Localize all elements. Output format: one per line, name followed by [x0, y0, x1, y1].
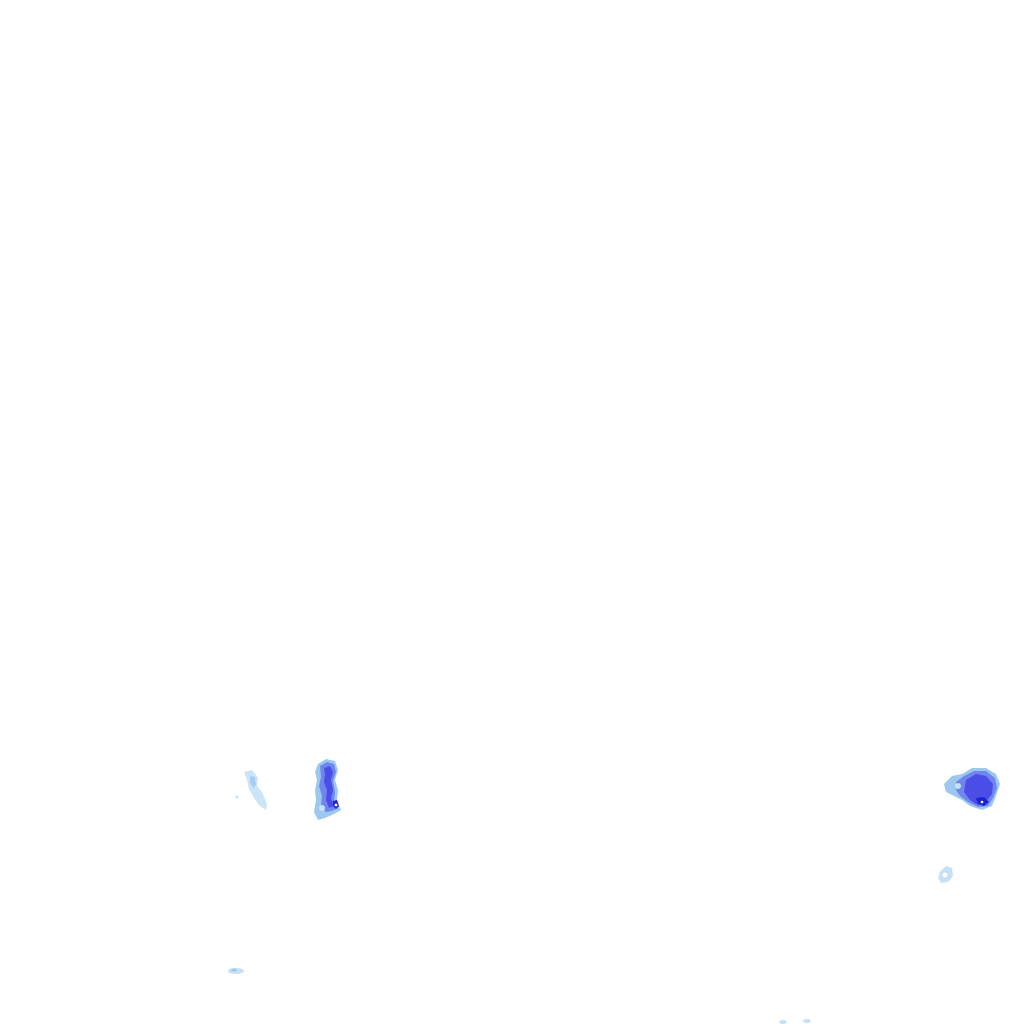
echo-gap — [319, 805, 325, 811]
echo-light-area — [231, 968, 237, 972]
echo-cell-west-core — [314, 759, 341, 820]
echo-gap — [955, 783, 961, 789]
echo-cell-west-faint — [235, 770, 267, 810]
echo-cell-south-speck — [779, 1019, 811, 1024]
echo-light-area — [244, 770, 267, 810]
echo-extreme-spot — [980, 800, 984, 804]
echo-cell-east-small — [938, 866, 953, 883]
echo-light-area — [803, 1019, 811, 1023]
echo-speck — [235, 795, 239, 799]
echo-heavy-area — [324, 766, 334, 808]
echo-cell-east-core — [944, 768, 1000, 810]
echo-light-area — [250, 776, 256, 788]
echo-heavy-area — [964, 774, 993, 805]
echo-light-area — [779, 1020, 787, 1024]
echo-extreme-spot — [334, 803, 338, 807]
echo-gap — [942, 872, 948, 878]
echo-cell-southwest-speck — [228, 968, 244, 974]
